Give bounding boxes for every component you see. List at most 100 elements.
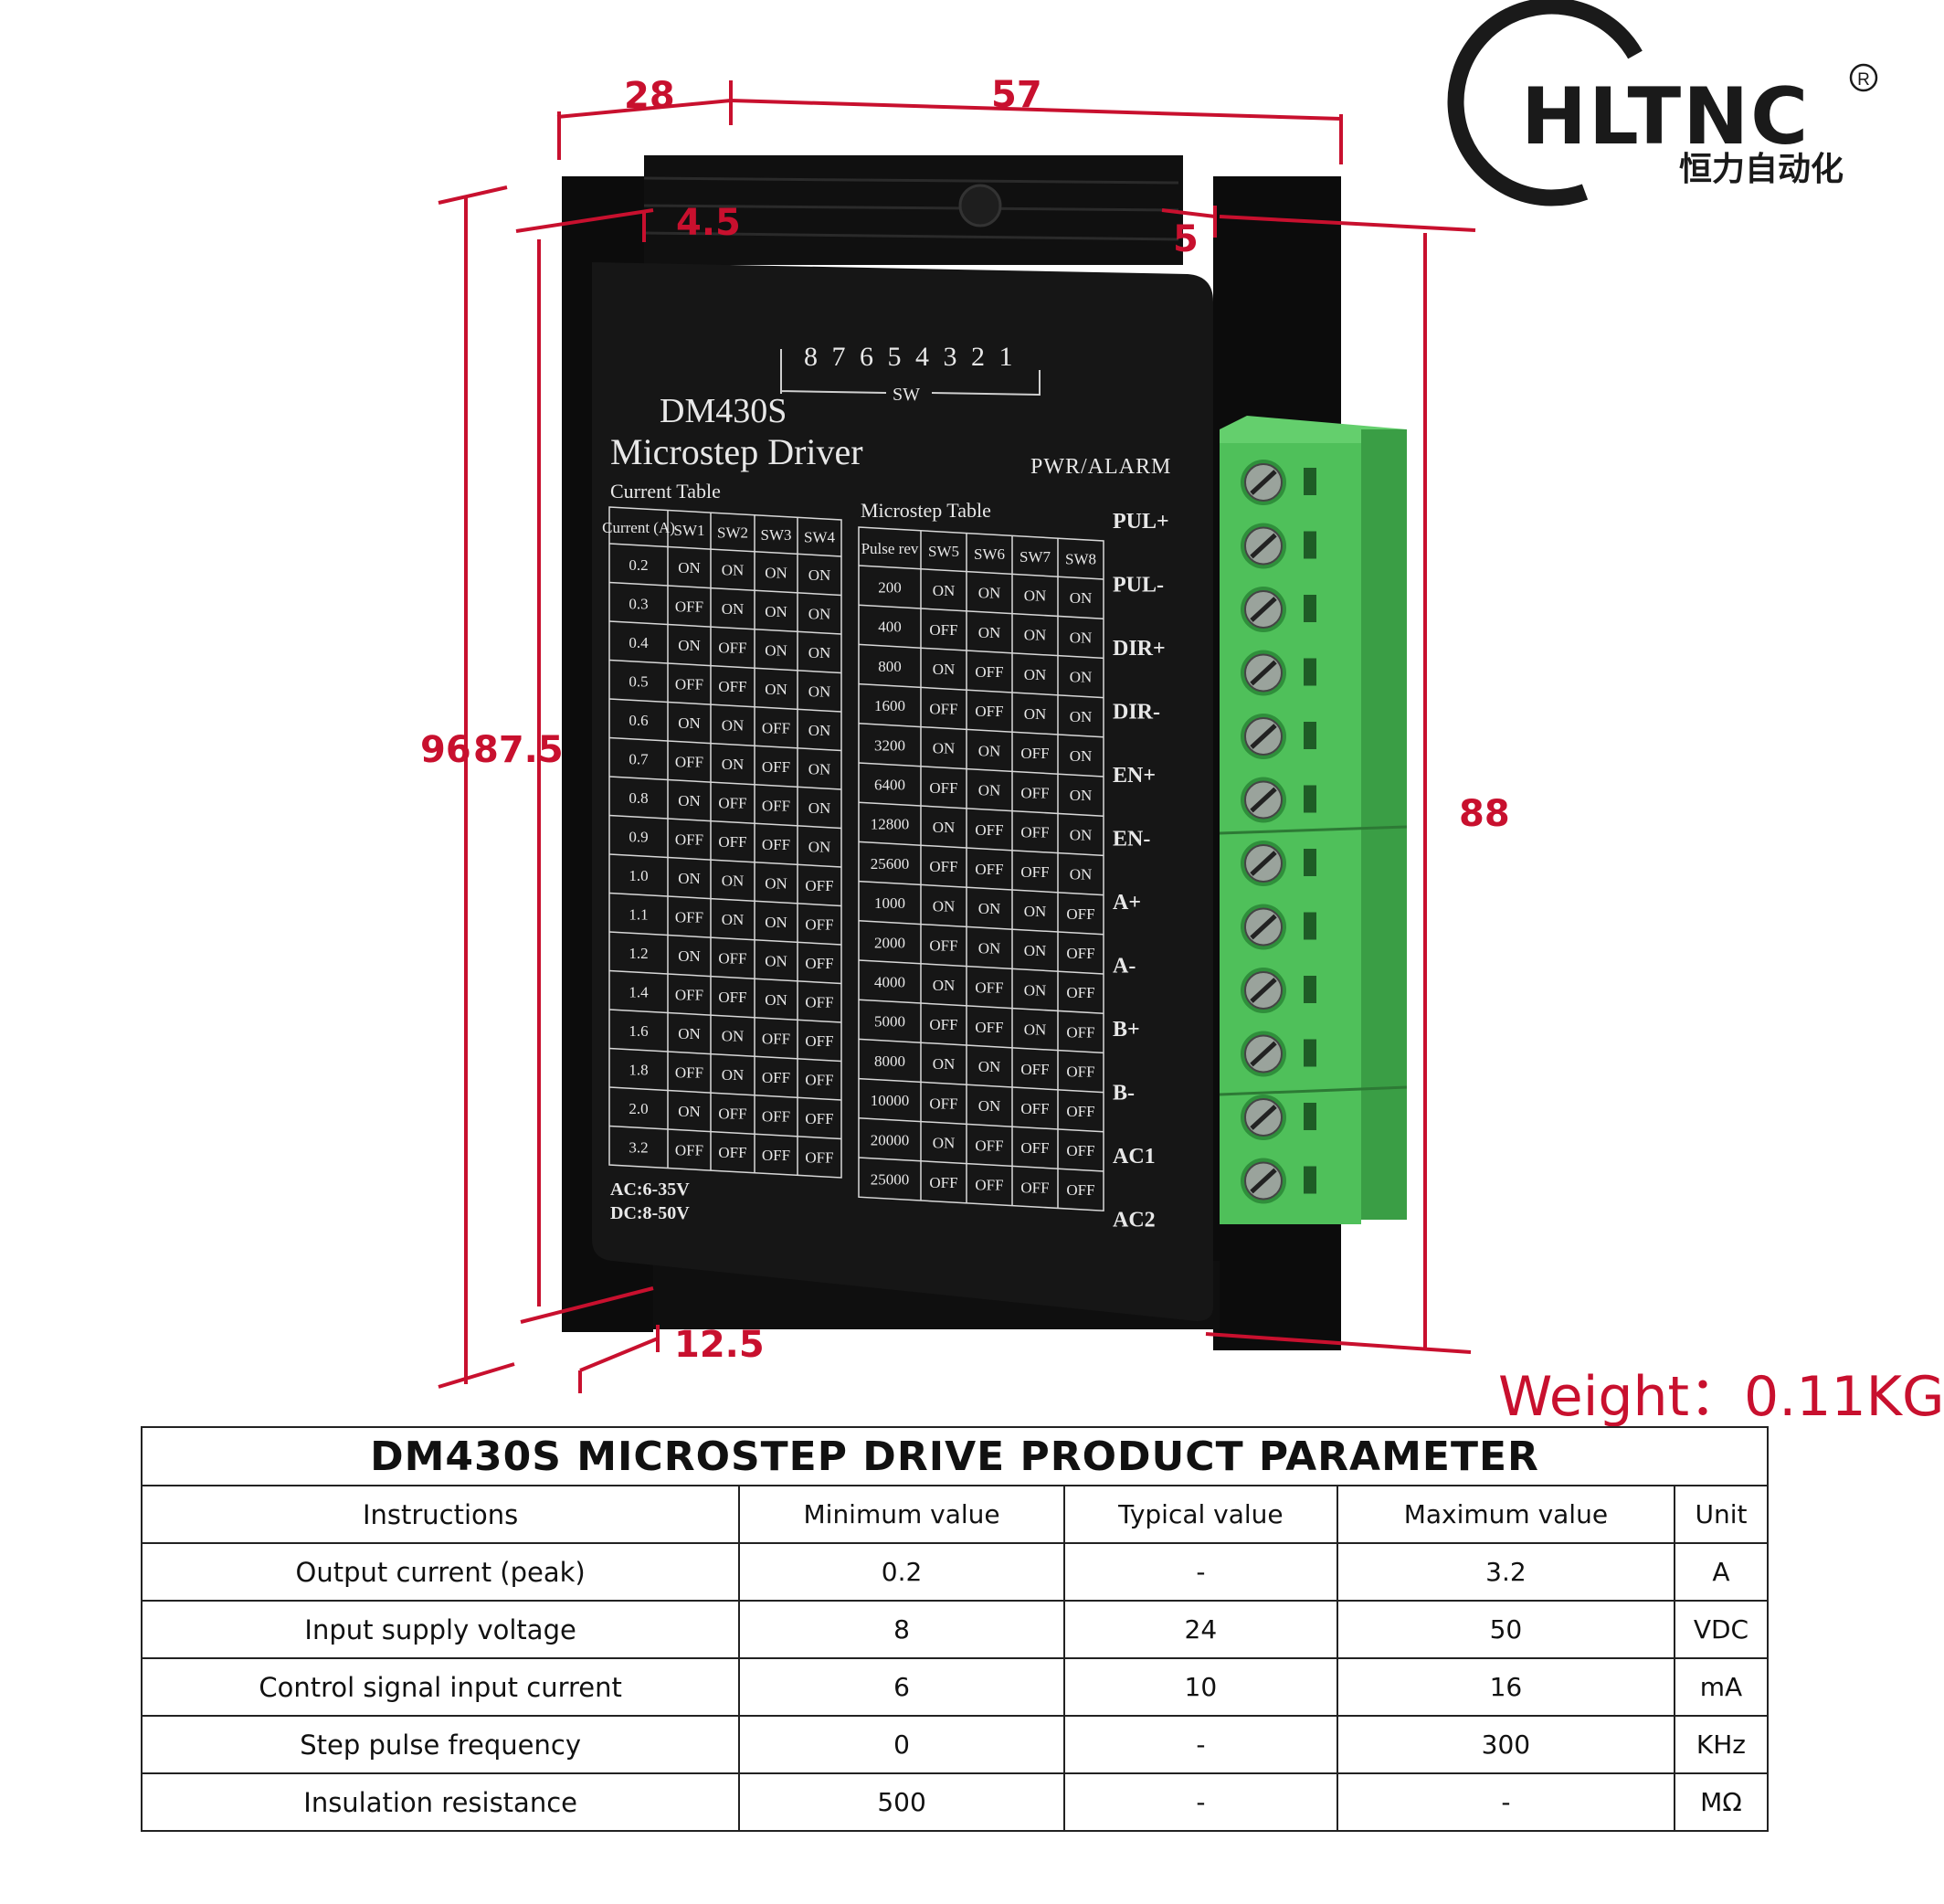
current_table-cell: OFF: [675, 1064, 703, 1082]
dim-5: 5: [1173, 218, 1199, 260]
current_table-cell: 0.2: [629, 556, 648, 574]
parameter-cell: KHz: [1673, 1715, 1770, 1774]
microstep_table-cell: OFF: [1066, 1103, 1094, 1120]
microstep_table-cell: OFF: [1066, 1142, 1094, 1159]
microstep_table-cell: ON: [978, 939, 1001, 957]
microstep_table-cell: ON: [933, 819, 956, 836]
current_table-cell: 0.5: [629, 673, 648, 691]
dim-4-5: 4.5: [676, 202, 741, 244]
current_table-cell: OFF: [675, 754, 703, 771]
terminal-label: AC1: [1113, 1145, 1156, 1169]
microstep_table-cell: 12800: [871, 816, 910, 833]
microstep_table-cell: OFF: [1066, 1063, 1094, 1081]
current_table-cell: ON: [765, 914, 787, 931]
microstep_table-cell: 1000: [874, 894, 905, 912]
microstep_table-cell: ON: [978, 782, 1001, 799]
registered-mark: R: [1857, 70, 1870, 90]
microstep_table-cell: ON: [978, 1058, 1001, 1075]
current_table-cell: OFF: [718, 795, 746, 812]
microstep_table-cell: OFF: [1066, 984, 1094, 1001]
switch-numbers: 8 7 6 5 4 3 2 1: [804, 342, 1017, 372]
terminal-label: PUL-: [1113, 574, 1164, 598]
microstep_table-cell: ON: [1070, 589, 1093, 607]
microstep_table-cell: ON: [978, 742, 1001, 759]
microstep_table-cell: ON: [1024, 587, 1047, 604]
parameter-row-label: Insulation resistance: [140, 1772, 741, 1832]
screw-slot-icon: [1250, 533, 1277, 559]
microstep_table-cell: 800: [878, 658, 902, 675]
model-name: DM430S: [660, 392, 787, 430]
current_table-cell: ON: [808, 760, 831, 777]
heatsink-fins: [643, 176, 1179, 241]
current_table-cell: ON: [722, 717, 745, 735]
microstep_table-cell: ON: [933, 1055, 956, 1073]
current_table-cell: 0.6: [629, 712, 648, 729]
microstep_table-cell: OFF: [975, 663, 1003, 681]
current_table-cell: 0.3: [629, 596, 648, 613]
parameter-cell: -: [1062, 1715, 1338, 1774]
current_table-cell: 1.4: [629, 984, 649, 1001]
microstep_table-cell: ON: [978, 624, 1001, 641]
microstep_table-cell: 1600: [874, 697, 905, 714]
microstep_table-cell: 4000: [874, 974, 905, 991]
microstep_table-cell: 20000: [871, 1131, 910, 1148]
current_table-cell: ON: [722, 756, 745, 773]
parameter-cell: 0.2: [738, 1542, 1065, 1602]
current_table-cell: OFF: [675, 598, 703, 616]
microstep_table-cell: ON: [933, 582, 956, 599]
microstep-table-title: Microstep Table: [861, 499, 991, 522]
microstep_table-cell: 10000: [871, 1092, 910, 1109]
dim-12-5: 12.5: [674, 1324, 765, 1366]
terminal-block-side: [1361, 429, 1407, 1220]
parameter-row-label: Output current (peak): [140, 1542, 741, 1602]
parameter-cell: 0: [738, 1715, 1065, 1774]
parameter-cell: 6: [738, 1657, 1065, 1717]
current_table-cell: OFF: [805, 955, 833, 972]
weight-key: Weight：: [1498, 1365, 1745, 1429]
dim-96: 96: [420, 729, 471, 771]
parameter-table-title-row: DM430S MICROSTEP DRIVE PRODUCT PARAMETER: [141, 1426, 1769, 1486]
screw-slot-icon: [1250, 597, 1277, 622]
weight-label: Weight：0.11KG: [1498, 1352, 1944, 1432]
parameter-cell: Unit: [1673, 1485, 1770, 1544]
microstep_table-cell: 200: [878, 579, 902, 597]
screw-slot-icon: [1250, 724, 1277, 749]
microstep_table-cell: OFF: [929, 1174, 957, 1191]
terminal-label: AC2: [1113, 1209, 1156, 1232]
terminal-block: [1219, 416, 1408, 1224]
current_table-header: SW4: [804, 529, 836, 546]
current_table-cell: ON: [678, 1025, 701, 1042]
microstep_table-cell: OFF: [975, 861, 1003, 878]
terminal-opening-icon: [1304, 785, 1316, 813]
current_table-cell: 1.8: [629, 1062, 648, 1079]
current_table-cell: OFF: [675, 1142, 703, 1159]
parameter-cell: Minimum value: [738, 1485, 1065, 1544]
current_table-cell: ON: [722, 600, 745, 618]
current_table-cell: OFF: [805, 1110, 833, 1127]
current_table-cell: OFF: [762, 719, 790, 736]
parameter-cell: mA: [1673, 1657, 1770, 1717]
microstep_table-cell: ON: [1024, 981, 1047, 999]
microstep_table-cell: OFF: [929, 1095, 957, 1112]
current_table-cell: 1.1: [629, 906, 648, 924]
terminal-label: PUL+: [1113, 510, 1169, 534]
microstep_table-cell: ON: [1070, 866, 1093, 883]
brand-logo: HLTNC 恒力自动化 R: [1447, 0, 1878, 206]
current_table-cell: 0.7: [629, 751, 649, 768]
microstep_table-cell: ON: [978, 585, 1001, 602]
parameter-cell: -: [1062, 1542, 1338, 1602]
microstep_table-cell: ON: [1070, 787, 1093, 804]
microstep_table-cell: ON: [1024, 666, 1047, 683]
microstep_table-header: SW6: [974, 545, 1005, 563]
current_table-cell: ON: [722, 562, 745, 579]
microstep_table-cell: 8000: [874, 1052, 905, 1070]
current_table-cell: OFF: [762, 1069, 790, 1086]
parameter-cell: 24: [1062, 1600, 1338, 1659]
microstep_table-cell: OFF: [1020, 863, 1049, 881]
terminal-label: EN-: [1113, 828, 1150, 852]
current_table-header: Current (A): [602, 519, 675, 536]
terminal-label: DIR-: [1113, 701, 1160, 725]
